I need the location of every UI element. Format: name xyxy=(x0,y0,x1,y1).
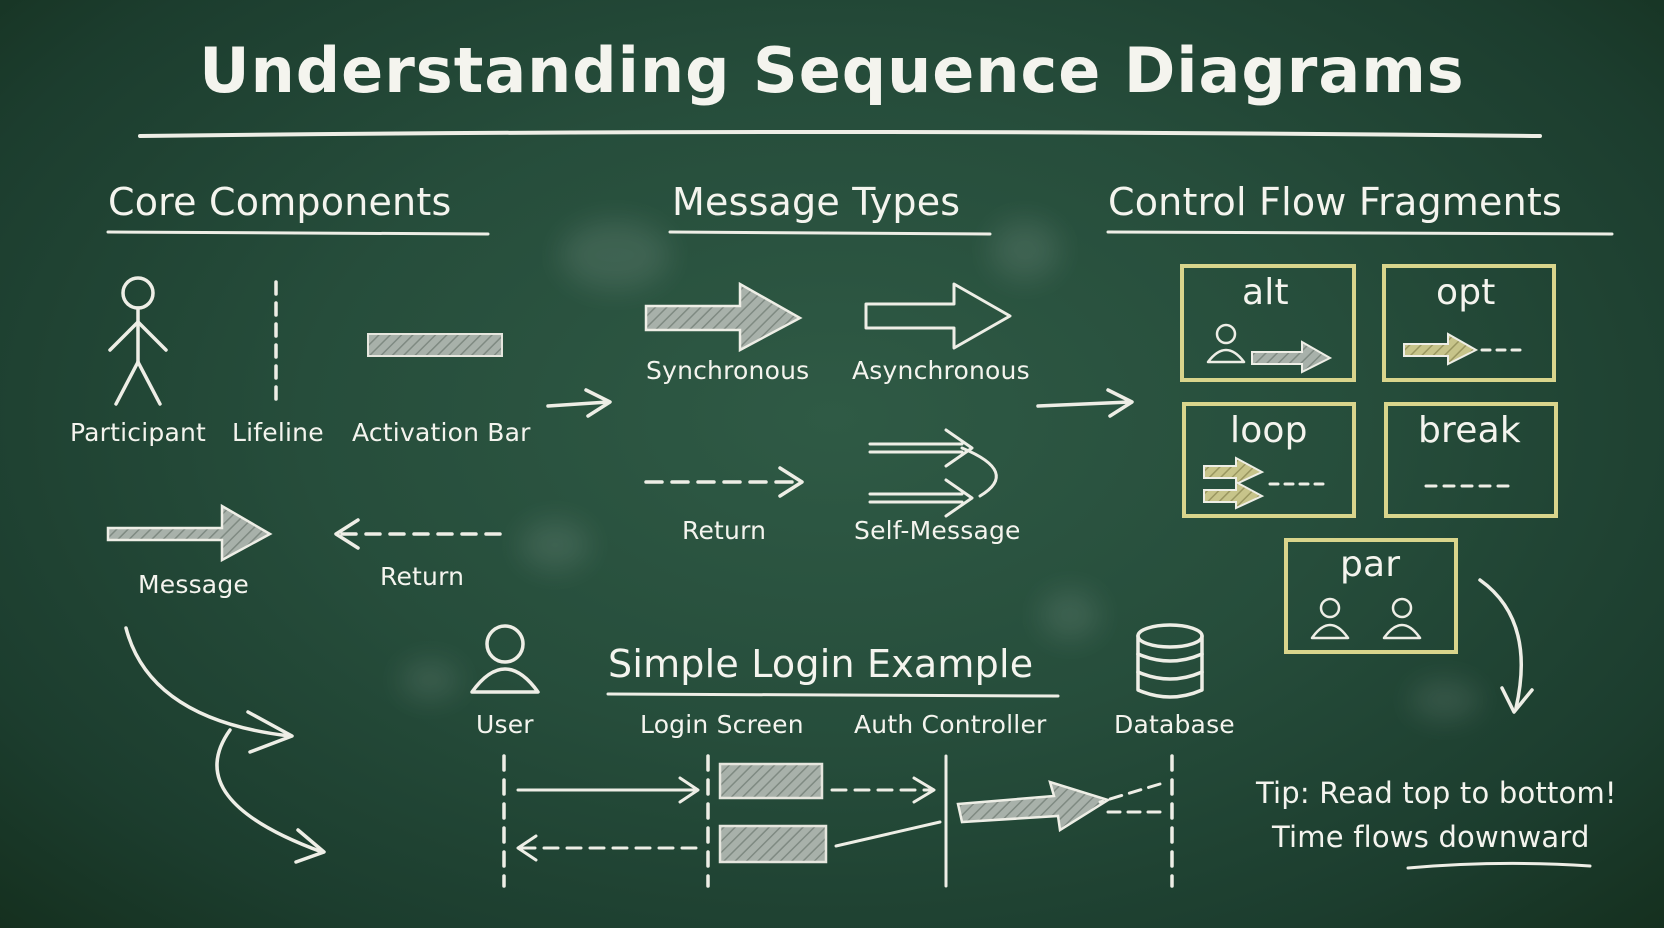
par-user-icon xyxy=(1382,597,1422,640)
tip-line-2: Time flows downward xyxy=(1272,820,1590,854)
lifeline-label: Lifeline xyxy=(232,418,324,447)
login-screen-participant-label: Login Screen xyxy=(640,710,804,739)
par-user-icon xyxy=(1310,597,1350,640)
login-example-heading: Simple Login Example xyxy=(608,642,1034,686)
control-flow-heading: Control Flow Fragments xyxy=(1108,180,1562,224)
alt-arrow-icon xyxy=(1251,340,1333,374)
message-label: Message xyxy=(138,570,249,599)
participant-label: Participant xyxy=(70,418,207,447)
par-fragment-box xyxy=(1284,538,1458,654)
auth-to-login-return-line xyxy=(834,820,942,848)
auth-controller-participant-label: Auth Controller xyxy=(854,710,1047,739)
chalk-smudge xyxy=(520,520,590,570)
loop-fragment-box xyxy=(1182,402,1356,518)
synchronous-label: Synchronous xyxy=(646,356,810,385)
tip-line-1: Tip: Read top to bottom! xyxy=(1256,776,1617,810)
tip-underline xyxy=(1406,861,1592,870)
activation-bar-shape xyxy=(367,333,503,357)
opt-arrow-icon xyxy=(1403,332,1479,366)
opt-fragment-label: opt xyxy=(1436,272,1496,313)
core-components-heading: Core Components xyxy=(108,180,452,224)
login-underline xyxy=(606,692,1060,698)
core-underline xyxy=(106,230,490,236)
chalk-smudge xyxy=(1410,680,1480,720)
database-reply-dashed-line xyxy=(1098,782,1162,804)
title-underline xyxy=(138,130,1542,138)
login-activation-bar xyxy=(718,762,824,800)
alt-fragment-label: alt xyxy=(1242,272,1289,313)
user-participant-label: User xyxy=(476,710,534,739)
synchronous-arrow-icon xyxy=(644,281,803,353)
break-fragment-label: break xyxy=(1418,410,1521,451)
connector-arrow-icon xyxy=(1036,388,1134,418)
user-icon xyxy=(470,624,540,694)
message-arrow-icon xyxy=(106,503,273,563)
self-message-arrow-icon xyxy=(868,428,998,518)
curved-arrow-icon xyxy=(1478,578,1534,714)
return-message-label: Return xyxy=(682,516,767,545)
login-activation-bar xyxy=(718,824,828,864)
alt-fragment-box xyxy=(1180,264,1356,382)
par-fragment-label: par xyxy=(1340,544,1401,585)
control-underline xyxy=(1106,230,1614,236)
activation-bar-label: Activation Bar xyxy=(352,418,531,447)
database-participant-label: Database xyxy=(1114,710,1235,739)
auth-to-database-arrow xyxy=(956,780,1111,833)
login-to-user-return-arrow xyxy=(516,834,698,862)
message-types-heading: Message Types xyxy=(672,180,961,224)
return-dashed-arrow-icon xyxy=(334,518,502,550)
self-message-label: Self-Message xyxy=(854,516,1021,545)
login-to-auth-async-arrow xyxy=(830,776,936,804)
loop-fragment-label: loop xyxy=(1230,410,1308,451)
opt-fragment-box xyxy=(1382,264,1556,382)
chalk-smudge xyxy=(400,660,460,700)
chalk-smudge xyxy=(990,220,1060,280)
database-icon xyxy=(1136,623,1204,699)
break-fragment-box xyxy=(1384,402,1558,518)
messages-underline xyxy=(668,230,992,236)
loop-arrow-icon xyxy=(1203,456,1265,486)
asynchronous-label: Asynchronous xyxy=(852,356,1030,385)
user-to-login-message-arrow xyxy=(516,776,700,804)
core-return-label: Return xyxy=(380,562,465,591)
participant-stick-figure-icon xyxy=(108,276,168,406)
curved-arrow-icon xyxy=(215,728,326,864)
alt-user-icon xyxy=(1206,323,1246,364)
chalk-smudge xyxy=(560,220,670,290)
connector-arrow-icon xyxy=(546,388,612,418)
page-title: Understanding Sequence Diagrams xyxy=(199,34,1465,107)
curved-arrow-icon xyxy=(124,626,294,754)
chalk-smudge xyxy=(1040,590,1100,640)
loop-arrow-icon xyxy=(1203,480,1265,510)
return-message-dashed-arrow-icon xyxy=(644,466,804,498)
asynchronous-arrow-icon xyxy=(864,282,1012,350)
